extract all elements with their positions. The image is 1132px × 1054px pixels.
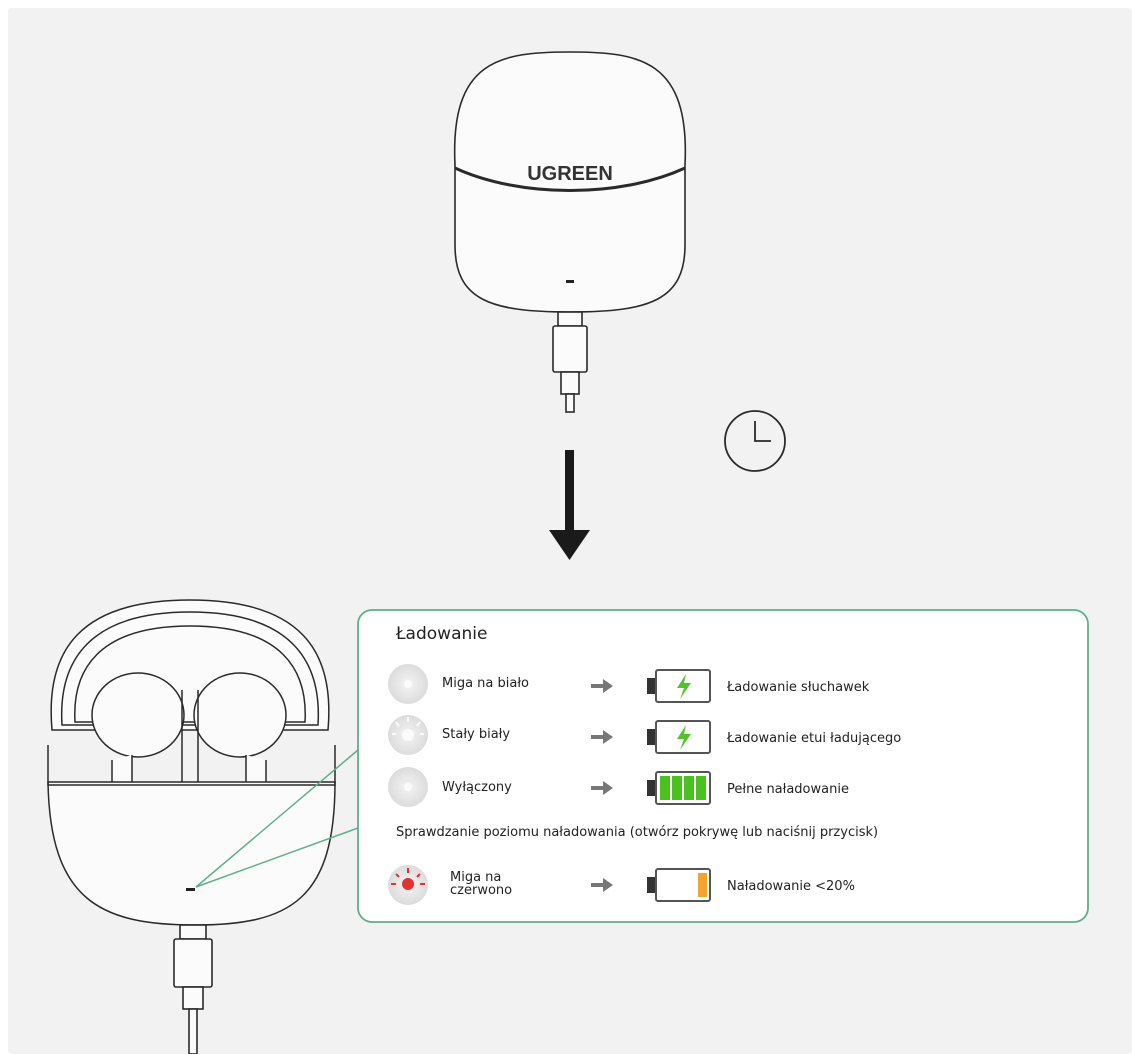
clock-icon: [724, 410, 786, 472]
status-label: Miga na biało: [442, 676, 529, 691]
usb-cable-top: [552, 311, 588, 413]
usb-cable-bottom: [173, 924, 213, 1054]
status-row-2: Stały biały Ładowanie etui ładującego: [388, 715, 901, 755]
status-label-line-2: czerwono: [450, 883, 512, 898]
led-white-solid-icon: [388, 715, 428, 755]
led-white-blinking-icon: [388, 664, 428, 704]
callout-pointer: [195, 749, 359, 888]
battery-charging-icon: [647, 720, 711, 754]
result-label: Ładowanie etui ładującego: [726, 731, 901, 746]
open-case-led: [186, 888, 195, 891]
arrow-right-icon: [591, 730, 613, 744]
status-row-low: Miga na czerwono Naładowanie <20%: [388, 865, 855, 905]
status-row-1: Miga na biało Ładowanie słuchawek: [388, 664, 870, 704]
arrow-right-icon: [591, 781, 613, 795]
led-off-icon: [388, 767, 428, 807]
result-label: Ładowanie słuchawek: [726, 680, 870, 695]
result-label: Pełne naładowanie: [727, 782, 849, 797]
battery-low-icon: [647, 868, 711, 902]
closed-case: [453, 51, 687, 313]
panel-title: Ładowanie: [395, 624, 487, 644]
brand-logo: UGREEN: [527, 163, 613, 185]
down-arrow-icon: [549, 450, 590, 560]
status-label: Wyłączony: [442, 780, 512, 795]
case-led: [566, 280, 574, 283]
arrow-right-icon: [591, 878, 613, 892]
led-red-blinking-icon: [388, 865, 428, 905]
battery-charging-icon: [647, 669, 711, 703]
battery-full-icon: [647, 771, 711, 805]
arrow-right-icon: [591, 679, 613, 693]
info-panel: [357, 609, 1089, 923]
result-label: Naładowanie <20%: [727, 879, 855, 894]
status-label-line-1: Miga na: [450, 870, 501, 885]
check-heading: Sprawdzanie poziomu naładowania (otwórz …: [396, 825, 878, 840]
open-case: [47, 599, 336, 926]
status-row-3: Wyłączony Pełne naładowanie: [388, 767, 849, 807]
status-label: Stały biały: [442, 727, 510, 742]
